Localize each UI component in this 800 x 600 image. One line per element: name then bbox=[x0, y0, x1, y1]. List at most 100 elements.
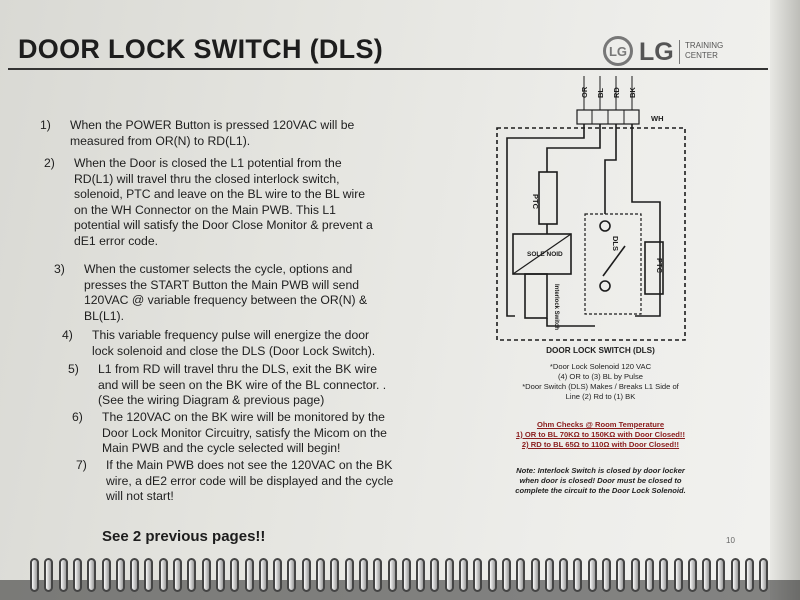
spiral-binding bbox=[30, 552, 775, 600]
procedure-step: 3) When the customer selects the cycle, o… bbox=[54, 262, 367, 324]
step-text: The 120VAC on the BK wire will be monito… bbox=[102, 410, 387, 457]
binding-coil bbox=[759, 558, 769, 592]
dls-switch-box bbox=[584, 213, 642, 315]
step-line: presses the START Button the Main PWB wi… bbox=[84, 277, 360, 292]
binding-coil bbox=[44, 558, 54, 592]
step-line: If the Main PWB does not see the 120VAC … bbox=[106, 458, 393, 472]
step-number: 2) bbox=[44, 156, 55, 170]
binding-coil bbox=[544, 558, 554, 592]
logo-subtitle-line-2: CENTER bbox=[685, 51, 718, 60]
step-text: When the customer selects the cycle, opt… bbox=[84, 262, 367, 324]
binding-coil bbox=[273, 558, 283, 592]
ptc-right-label: PTC bbox=[655, 258, 664, 274]
step-line: on the WH Connector on the Main PWB. Thi… bbox=[74, 202, 336, 217]
binding-coil bbox=[644, 558, 654, 592]
ptc-left bbox=[538, 171, 558, 225]
procedure-step: 4)This variable frequency pulse will ene… bbox=[62, 328, 375, 359]
binding-coil bbox=[30, 558, 39, 592]
binding-coil bbox=[287, 558, 297, 592]
binding-coil bbox=[115, 558, 125, 592]
step-line: BL(L1). bbox=[84, 308, 124, 323]
step-line: L1 from RD will travel thru the DLS, exi… bbox=[98, 362, 378, 376]
binding-coil bbox=[659, 558, 669, 592]
title-underline bbox=[8, 68, 768, 70]
step-number: 3) bbox=[54, 262, 65, 276]
binding-shadow bbox=[0, 580, 800, 600]
binding-coil bbox=[101, 558, 111, 592]
binding-coil bbox=[745, 558, 754, 592]
binding-coil bbox=[316, 558, 325, 592]
binding-coil bbox=[516, 558, 526, 592]
ohm-check-line: 2) RD to BL 65Ω to 110Ω with Door Closed… bbox=[521, 440, 680, 449]
binding-coil bbox=[244, 558, 254, 592]
page-edge bbox=[770, 0, 800, 600]
interlock-label: Interlock Switch bbox=[553, 284, 559, 330]
step-line: The 120VAC on the BK wire will be monito… bbox=[102, 410, 385, 424]
binding-coil bbox=[72, 558, 82, 592]
binding-coil bbox=[716, 558, 726, 592]
step-line: wire, a dE2 error code will be displayed… bbox=[106, 473, 394, 488]
binding-coil bbox=[444, 558, 454, 592]
binding-coil bbox=[430, 558, 440, 592]
step-line: When the customer selects the cycle, opt… bbox=[84, 262, 353, 276]
step-line: measured from OR(N) to RD(L1). bbox=[70, 133, 251, 148]
step-line: Main PWB and the cycle selected will beg… bbox=[102, 441, 341, 455]
step-line: lock solenoid and close the DLS (Door Lo… bbox=[92, 343, 376, 358]
step-number: 4) bbox=[62, 328, 73, 342]
procedure-step: 5) L1 from RD will travel thru the DLS, e… bbox=[68, 362, 386, 409]
binding-coil bbox=[358, 558, 368, 592]
step-line: When the POWER Button is pressed 120VAC … bbox=[70, 118, 355, 132]
procedure-step: 7)If the Main PWB does not see the 120VA… bbox=[76, 458, 393, 505]
binding-coil bbox=[58, 558, 68, 592]
binding-coil bbox=[187, 558, 197, 592]
spec-line: *Door Switch (DLS) Makes / Breaks L1 Sid… bbox=[522, 382, 679, 391]
step-text: If the Main PWB does not see the 120VAC … bbox=[106, 458, 393, 505]
spec-line: Line (2) Rd to (1) BK bbox=[565, 392, 636, 401]
step-number: 5) bbox=[68, 362, 79, 376]
binding-coil bbox=[473, 558, 483, 592]
binding-coil bbox=[401, 558, 411, 592]
procedure-step: 2) When the Door is closed the L1 potenti… bbox=[44, 156, 373, 249]
binding-coil bbox=[330, 558, 340, 592]
lg-training-center-logo: LG LG TRAINING CENTER bbox=[603, 36, 743, 70]
binding-coil bbox=[158, 558, 168, 592]
binding-coil bbox=[730, 558, 740, 592]
note-line: when door is closed! Door must be closed… bbox=[519, 476, 682, 485]
step-text: L1 from RD will travel thru the DLS, exi… bbox=[98, 362, 386, 409]
interlock-note: Note: Interlock Switch is closed by door… bbox=[488, 466, 713, 496]
step-line: will not start! bbox=[106, 489, 174, 503]
wire-bk bbox=[631, 124, 661, 317]
binding-coil bbox=[373, 558, 383, 592]
step-line: potential will satisfy the Door Close Mo… bbox=[74, 218, 373, 232]
binding-coil bbox=[501, 558, 511, 592]
binding-coil bbox=[487, 558, 497, 592]
wire-label-group: OR BL RD BK WH PTC SOLE NOID Interlock S… bbox=[527, 86, 664, 330]
binding-coil bbox=[130, 558, 140, 592]
binding-coil bbox=[616, 558, 626, 592]
step-line: When the Door is closed the L1 potential… bbox=[74, 156, 342, 170]
binding-coil bbox=[587, 558, 597, 592]
binding-coil bbox=[201, 558, 211, 592]
wiring-diagram: OR BL RD BK WH PTC SOLE NOID Interlock S… bbox=[496, 76, 686, 341]
step-number: 1) bbox=[40, 118, 51, 132]
spec-line: *Door Lock Solenoid 120 VAC bbox=[549, 362, 652, 371]
page-number: 10 bbox=[726, 536, 735, 545]
spec-line: (4) OR to (3) BL by Pulse bbox=[558, 372, 643, 381]
ohm-checks: Ohm Checks @ Room Temperature 1) OR to B… bbox=[488, 420, 713, 450]
step-text: When the POWER Button is pressed 120VAC … bbox=[70, 118, 354, 149]
wire-label-or: OR bbox=[580, 86, 589, 98]
diagram-caption: DOOR LOCK SWITCH (DLS) bbox=[546, 346, 655, 355]
ohm-check-line: 1) OR to BL 70KΩ to 150KΩ with Door Clos… bbox=[516, 430, 685, 439]
binding-coil bbox=[144, 558, 154, 592]
procedure-step: 1) When the POWER Button is pressed 120VA… bbox=[40, 118, 354, 149]
binding-coil bbox=[173, 558, 182, 592]
step-line: RD(L1) will travel thru the closed inter… bbox=[74, 171, 340, 186]
binding-coil bbox=[559, 558, 569, 592]
lg-logo-text: LG bbox=[639, 38, 674, 66]
logo-subtitle: TRAINING CENTER bbox=[685, 41, 745, 61]
see-previous-pages-note: See 2 previous pages!! bbox=[102, 528, 266, 545]
binding-coil bbox=[87, 558, 97, 592]
dashed-enclosure bbox=[496, 127, 686, 341]
step-line: dE1 error code. bbox=[74, 233, 159, 248]
